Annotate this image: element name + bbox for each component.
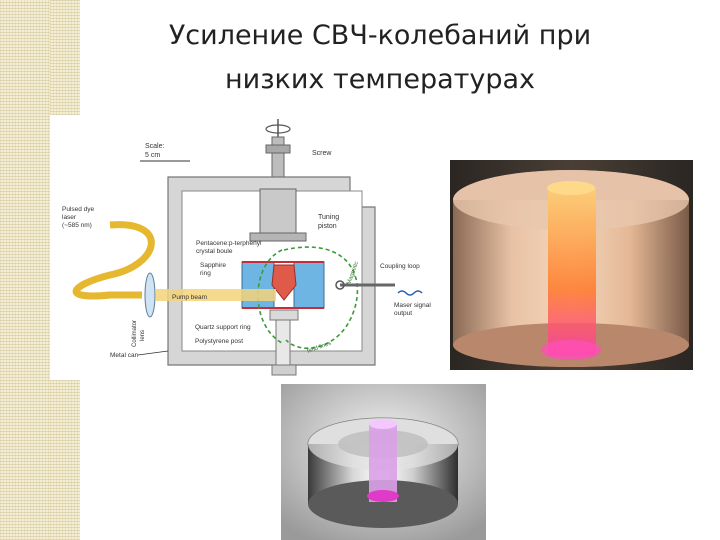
decorative-pattern-strip-bottom [50, 380, 80, 540]
label-tuning-1: Tuning [318, 214, 339, 221]
decorative-pattern-strip [0, 0, 50, 540]
label-pulsed-dye-1: Pulsed dye [62, 206, 95, 213]
label-collimator-1: Collimator [132, 320, 138, 347]
label-sapphire-1: Sapphire [200, 262, 226, 269]
label-maser-2: output [394, 310, 412, 317]
collimator-lens [145, 273, 155, 317]
slide-title-line-2: низких температурах [120, 58, 640, 102]
label-crystal-1: Pentacene:p-terphenyl [196, 240, 262, 247]
tuning-piston [260, 189, 296, 233]
label-pump-beam: Pump beam [172, 294, 207, 301]
label-coupling-loop: Coupling loop [380, 263, 420, 270]
glowing-crystal [548, 188, 596, 356]
maser-schematic-diagram: Scale: 5 cm Screw Tuning piston Pulsed d… [50, 115, 450, 380]
label-metal-can: Metal can [110, 352, 139, 359]
slide-title-line-1: Усиление СВЧ-колебаний при [120, 14, 640, 58]
slide-title: Усиление СВЧ-колебаний при низких темпер… [120, 14, 640, 102]
label-screw: Screw [312, 150, 332, 157]
label-crystal-2: crystal boule [196, 248, 233, 255]
label-scale: Scale: [145, 143, 165, 150]
label-pulsed-dye-2: laser [62, 214, 77, 221]
label-quartz: Quartz support ring [195, 324, 251, 331]
label-sapphire-2: ring [200, 270, 211, 277]
sapphire-cylinder-photo [450, 160, 693, 370]
label-tuning-2: piston [318, 223, 337, 230]
quartz-support-ring [270, 310, 298, 320]
label-polystyrene: Polystyrene post [195, 338, 243, 345]
label-pulsed-dye-3: (~585 nm) [62, 222, 92, 229]
label-maser-1: Maser signal [394, 302, 431, 309]
label-collimator-2: lens [140, 330, 146, 341]
resonator-photo [281, 384, 486, 540]
decorative-pattern-strip-top [50, 0, 80, 115]
label-scale-value: 5 cm [145, 152, 160, 159]
